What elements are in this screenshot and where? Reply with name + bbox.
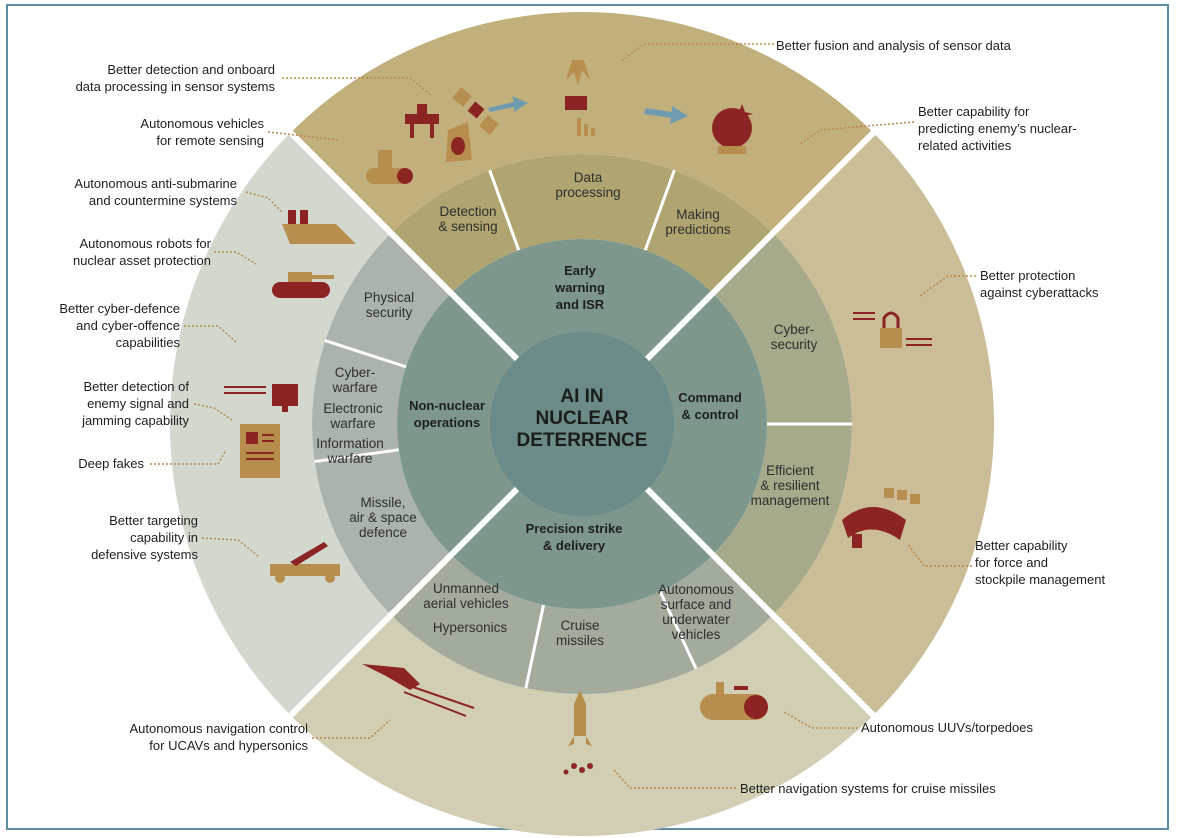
satellite-icon [452,87,499,135]
segment-divider [314,448,400,464]
core-circle [490,332,674,516]
data-processing-icon [565,60,595,136]
countermine-vehicle-icon [282,210,356,244]
caption-cruise-navigation: Better navigation systems for cruise mis… [740,781,996,796]
middle-ring-label: Cyber-warfare [331,365,377,395]
command-desk-icon [842,488,920,548]
padlock-icon [853,311,932,348]
middle-ring-left [312,233,452,615]
missile-launcher-icon [270,542,340,583]
quadrant-divider [287,486,520,719]
caption-sensor-fusion: Better fusion and analysis of sensor dat… [776,38,1011,53]
leader-line [613,769,736,789]
leader-line [201,537,259,557]
leader-line [193,403,233,421]
torpedo-icon [700,682,768,720]
leader-line [312,719,391,739]
middle-ring-bottom [391,554,773,694]
caption-uuv-torpedoes: Autonomous UUVs/torpedoes [861,720,1033,735]
crystal-ball-icon [712,104,753,154]
document-icon [240,424,280,478]
segment-divider [488,169,521,251]
leader-line [919,275,976,297]
radar-dish-icon [446,122,472,162]
leader-line [907,543,972,567]
inner-ring-label: Precision strike& delivery [526,521,623,553]
leader-line [150,449,227,465]
middle-ring-label: Hypersonics [433,620,508,635]
leader-line [267,131,341,141]
quadrant-divider [644,129,877,362]
caption-deep-fakes: Deep fakes [78,456,144,471]
segment-divider [324,339,407,369]
cruise-missile-icon [563,690,593,775]
table-sensor-icon [405,104,439,138]
leader-line [245,191,283,213]
outer-ring-top [290,12,874,234]
middle-ring-label: Cyber-security [771,322,818,352]
arrow-right-icon [488,96,528,112]
segment-divider [524,604,546,689]
remote-sensing-vehicle-icon [366,150,413,184]
outer-ring-right [772,132,994,716]
middle-ring-top [391,154,773,294]
arrow-right-icon [644,106,688,124]
leader-line [619,43,774,63]
leader-line [282,77,433,97]
segment-divider [643,169,676,251]
computer-monitor-icon [224,384,298,412]
leader-line [783,711,858,729]
leader-line [214,251,257,265]
leader-line [184,325,237,343]
segment-divider [658,591,698,670]
middle-ring-label: Detection& sensing [438,204,497,234]
quadrant-divider [287,129,520,362]
inner-ring-label: Command& control [678,390,742,422]
tank-robot-icon [272,272,334,298]
hypersonic-glider-icon [362,664,475,717]
quadrant-divider [644,486,877,719]
